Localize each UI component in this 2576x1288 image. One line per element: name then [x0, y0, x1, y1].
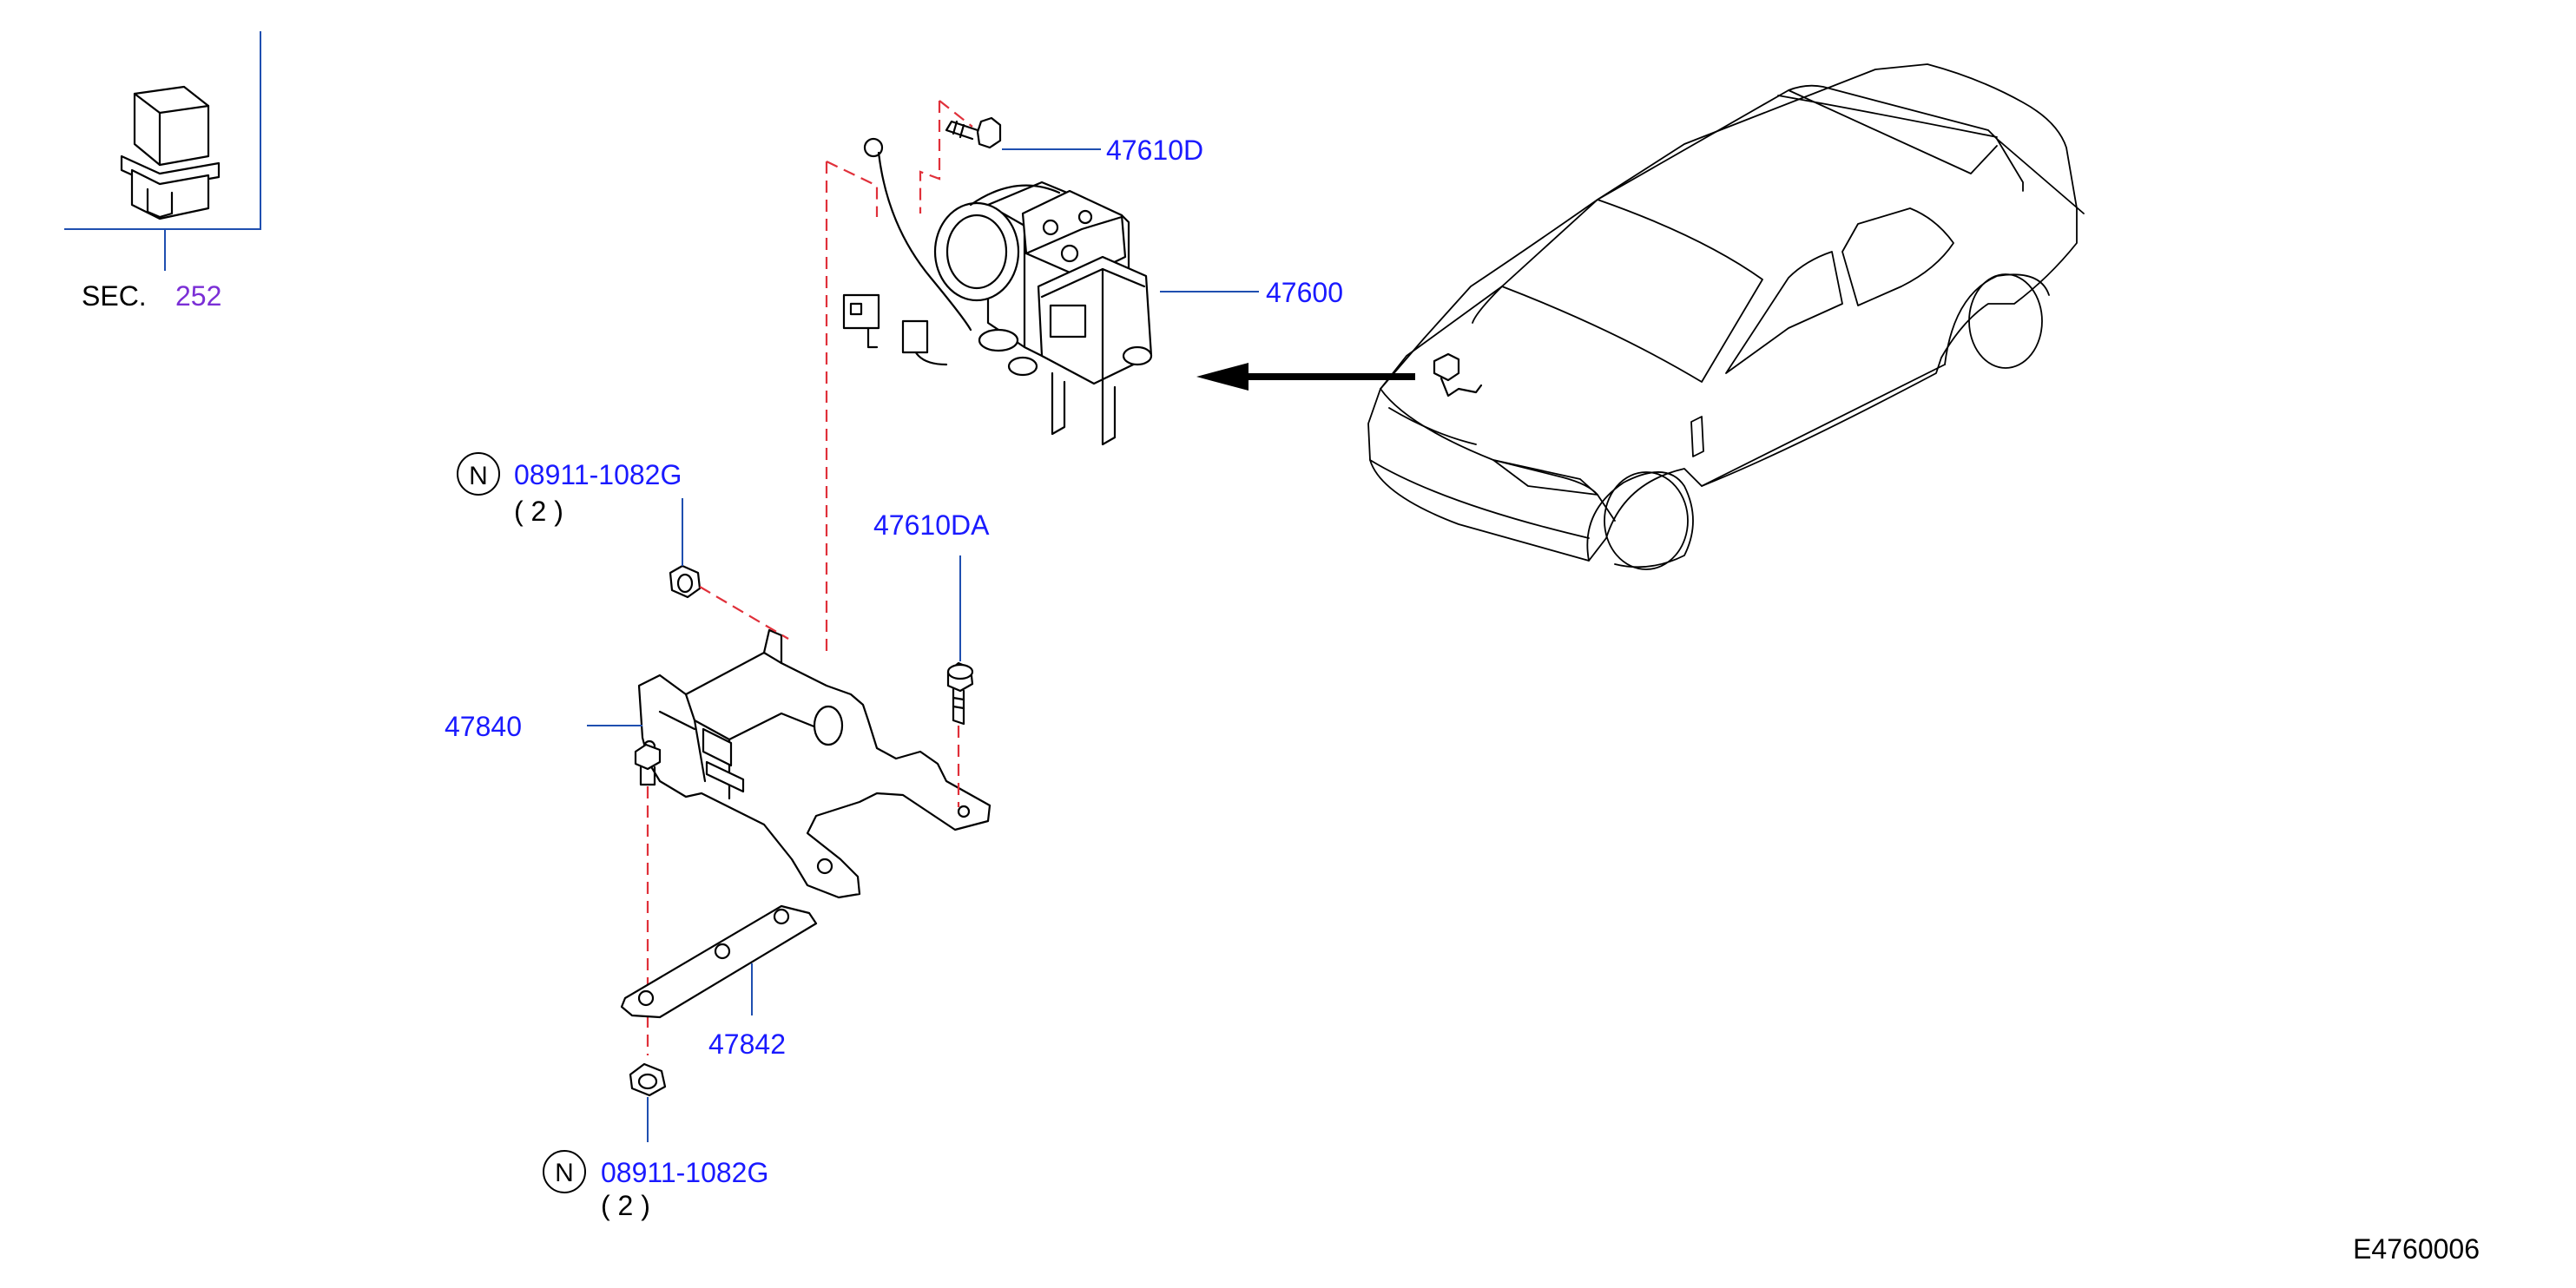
dashed-line-stud: [826, 161, 879, 217]
dashed-line-bolt: [939, 100, 973, 128]
section-prefix: SEC.: [82, 280, 147, 312]
part-number-47610da[interactable]: 47610DA: [873, 509, 990, 541]
bolt-47610da[interactable]: [946, 661, 974, 726]
nut-top[interactable]: [669, 564, 702, 599]
location-arrow: [1196, 363, 1415, 391]
nut-bottom-symbol: N: [555, 1159, 574, 1187]
part-number-47610d[interactable]: 47610D: [1106, 135, 1203, 166]
bolt-47610d[interactable]: [945, 116, 1002, 149]
section-number-link[interactable]: 252: [175, 280, 221, 312]
nut-bottom-quantity: ( 2 ): [601, 1190, 650, 1221]
nut-top-callout[interactable]: N 08911-1082G ( 2 ): [457, 452, 682, 527]
abs-bracket[interactable]: [637, 628, 992, 899]
bracket-plate[interactable]: [620, 904, 818, 1019]
bracket-stud: [634, 743, 662, 786]
relay-illustration: [64, 31, 261, 271]
part-number-nut-bottom[interactable]: 08911-1082G: [601, 1157, 768, 1188]
nut-top-quantity: ( 2 ): [514, 496, 563, 527]
nut-bottom-symbol-circle: [543, 1150, 586, 1193]
dashed-line-ground: [919, 101, 941, 214]
part-number-nut-top[interactable]: 08911-1082G: [514, 459, 682, 490]
part-number-47842[interactable]: 47842: [708, 1028, 786, 1060]
part-number-47840[interactable]: 47840: [445, 711, 522, 742]
part-number-47600[interactable]: 47600: [1266, 277, 1343, 308]
nut-bottom[interactable]: [629, 1062, 667, 1097]
diagram-id: E4760006: [2353, 1233, 2480, 1265]
abs-actuator-unit[interactable]: [842, 137, 1153, 446]
nut-bottom-callout[interactable]: N 08911-1082G ( 2 ): [543, 1150, 768, 1221]
nut-top-symbol-circle: [457, 452, 500, 496]
nut-top-symbol: N: [469, 462, 488, 490]
vehicle-location-illustration: [1367, 63, 2085, 570]
dashed-line-nut-top: [699, 586, 789, 640]
